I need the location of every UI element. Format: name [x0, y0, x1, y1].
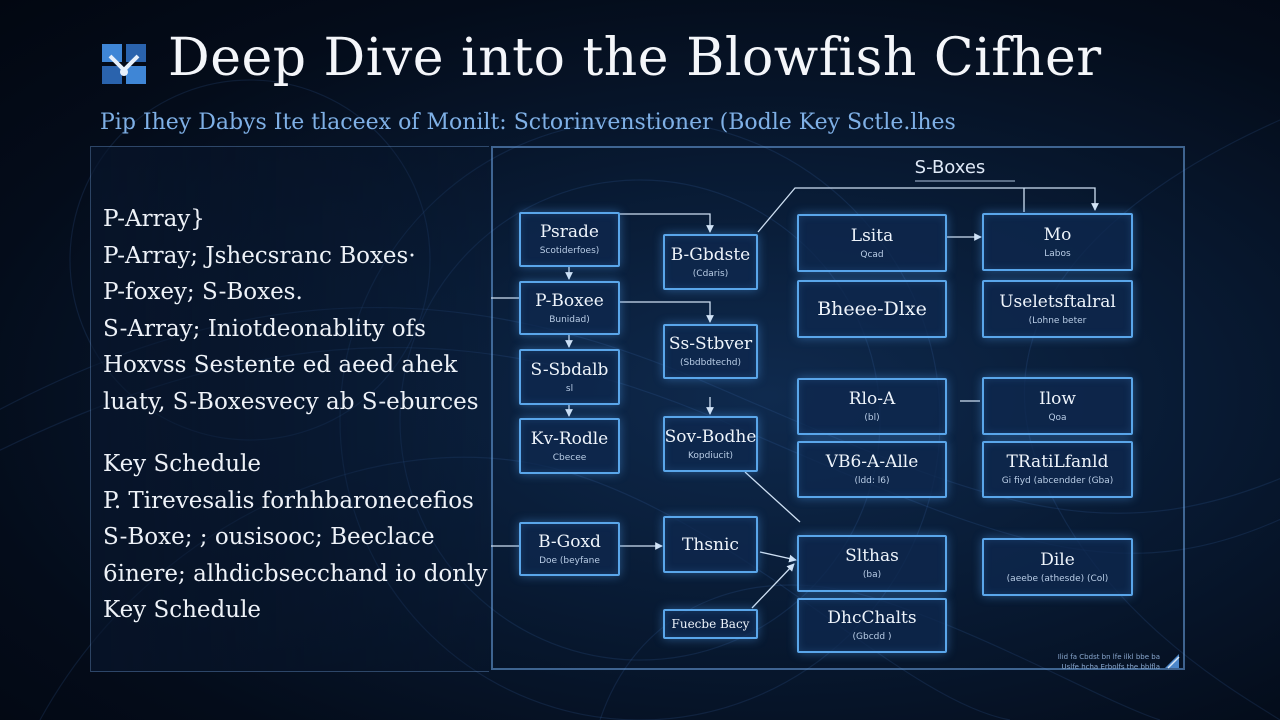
node-sublabel: Doe (beyfane: [539, 555, 600, 566]
node-vb6-a-alle[interactable]: VB6-A-Alle (ldd: l6): [797, 441, 947, 498]
node-label: B-Gbdste: [670, 244, 751, 265]
left-text-line: P. Tirevesalis forhhbaronecefios: [103, 487, 474, 514]
node-label: DhcChalts: [827, 608, 917, 628]
node-label: VB6-A-Alle: [825, 452, 919, 472]
node-sublabel: Gi fiyd (abcendder (Gba): [1001, 476, 1114, 486]
node-psrade[interactable]: Psrade Scotiderfoes): [519, 212, 620, 267]
node-sublabel: Bunidad): [549, 314, 590, 325]
node-label: B-Goxd: [538, 531, 601, 552]
node-ss-stbver[interactable]: Ss-Stbver (Sbdbdtechd): [663, 324, 758, 379]
left-text-line: Hoxvss Sestente ed aeed ahek: [103, 352, 458, 378]
node-sublabel: (ba): [862, 570, 882, 580]
node-useletsftalral[interactable]: Useletsftalral (Lohne beter: [982, 280, 1133, 338]
left-text-heading: Key Schedule: [103, 451, 262, 477]
left-text-line: 6inere; alhdicbsecchand io donly: [103, 560, 488, 587]
node-sublabel: sl: [565, 383, 574, 394]
node-label: Fuecbe Bacy: [671, 617, 750, 631]
node-label: Thsnic: [682, 534, 739, 555]
blowfish-logo-icon: [102, 44, 146, 84]
node-mo[interactable]: Mo Labos: [982, 213, 1133, 271]
node-s-sbdalb[interactable]: S-Sbdalb sl: [519, 349, 620, 405]
node-bheee-dlxe[interactable]: Bheee-Dlxe: [797, 280, 947, 338]
node-sov-bodhe[interactable]: Sov-Bodhe Kopdiucit): [663, 416, 758, 472]
node-thsnic[interactable]: Thsnic: [663, 516, 758, 573]
left-text-list: P-Array} P-Array; Jshecsranc Boxes· P-fo…: [103, 201, 487, 629]
footer-credit: Ilid fa Cbdst bn lfe ilkl bbe ba Uslfe h…: [1000, 652, 1160, 672]
node-label: Lsita: [850, 225, 894, 246]
node-label: S-Sbdalb: [530, 359, 609, 380]
footer-credit-line: Ilid fa Cbdst bn lfe ilkl bbe ba: [1057, 653, 1160, 661]
node-sublabel: (ldd: l6): [854, 476, 890, 486]
node-sublabel: (bl): [864, 413, 880, 423]
node-sublabel: Qcad: [860, 249, 884, 260]
node-label: Kv-Rodle: [530, 428, 609, 449]
node-dile[interactable]: Dile (aeebe (athesde) (Col): [982, 538, 1133, 596]
node-dhcchalts[interactable]: DhcChalts (Gbcdd ): [797, 598, 947, 653]
node-label: Dile: [1040, 549, 1075, 570]
node-label: Ilow: [1039, 388, 1076, 409]
node-sublabel: Cbecee: [552, 452, 587, 463]
left-text-panel: P-Array} P-Array; Jshecsranc Boxes· P-fo…: [90, 146, 489, 672]
node-label: P-Boxee: [535, 290, 604, 311]
left-text-line: P-foxey; S-Boxes.: [103, 279, 303, 305]
corner-mark-icon: [1165, 654, 1180, 669]
node-b-goxd[interactable]: B-Goxd Doe (beyfane: [519, 522, 620, 576]
node-tratilfanld[interactable]: TRatiLfanld Gi fiyd (abcendder (Gba): [982, 441, 1133, 498]
node-label: Ss-Stbver: [668, 334, 753, 354]
node-rlo-a[interactable]: Rlo-A (bl): [797, 378, 947, 435]
node-p-boxee[interactable]: P-Boxee Bunidad): [519, 281, 620, 335]
node-sublabel: (aeebe (athesde) (Col): [1006, 573, 1109, 584]
left-text-line: S-Boxe; ; ousisooc; Beeclace: [103, 524, 435, 550]
page-title: Deep Dive into the Blowfish Cifher: [168, 28, 1102, 88]
left-text-line: Key Schedule: [103, 597, 262, 623]
node-sublabel: (Gbcdd ): [852, 632, 892, 642]
left-text-line: P-Array; Jshecsranc Boxes·: [103, 242, 416, 269]
node-fuecbe-bacy[interactable]: Fuecbe Bacy: [663, 609, 758, 639]
node-b-gbdste[interactable]: B-Gbdste (Cdaris): [663, 234, 758, 290]
node-label: Rlo-A: [848, 389, 896, 409]
page-subtitle: Pip Ihey Dabys Ite tlaceex of Monilt: Sc…: [100, 110, 956, 135]
node-label: Sov-Bodhe: [664, 426, 757, 447]
node-lsita[interactable]: Lsita Qcad: [797, 214, 947, 272]
node-sublabel: Labos: [1044, 248, 1071, 259]
footer-credit-line: Uslfe hcha Erbolfs the bblfla: [1061, 663, 1161, 671]
node-label: Psrade: [540, 222, 599, 242]
node-sublabel: (Lohne beter: [1028, 315, 1087, 326]
node-sublabel: Scotiderfoes): [539, 246, 600, 256]
node-sublabel: (Cdaris): [692, 268, 729, 279]
left-text-line: S-Array; Iniotdeonablity ofs: [103, 315, 426, 342]
node-label: TRatiLfanld: [1006, 452, 1109, 472]
node-sublabel: (Sbdbdtechd): [679, 358, 742, 368]
left-text-line: P-Array}: [103, 206, 205, 232]
sboxes-label: S-Boxes: [914, 157, 986, 178]
node-kv-rodle[interactable]: Kv-Rodle Cbecee: [519, 418, 620, 474]
node-ilow[interactable]: Ilow Qoa: [982, 377, 1133, 435]
node-slthas[interactable]: Slthas (ba): [797, 535, 947, 592]
node-sublabel: Kopdiucit): [687, 450, 734, 461]
node-label: Bheee-Dlxe: [817, 298, 927, 320]
node-label: Slthas: [845, 546, 899, 566]
node-label: Useletsftalral: [999, 291, 1116, 312]
diagram-frame: [491, 146, 1185, 670]
node-sublabel: Qoa: [1048, 412, 1067, 423]
node-label: Mo: [1043, 224, 1072, 245]
left-text-line: luaty, S-Boxesvecy ab S-eburces: [103, 388, 479, 415]
